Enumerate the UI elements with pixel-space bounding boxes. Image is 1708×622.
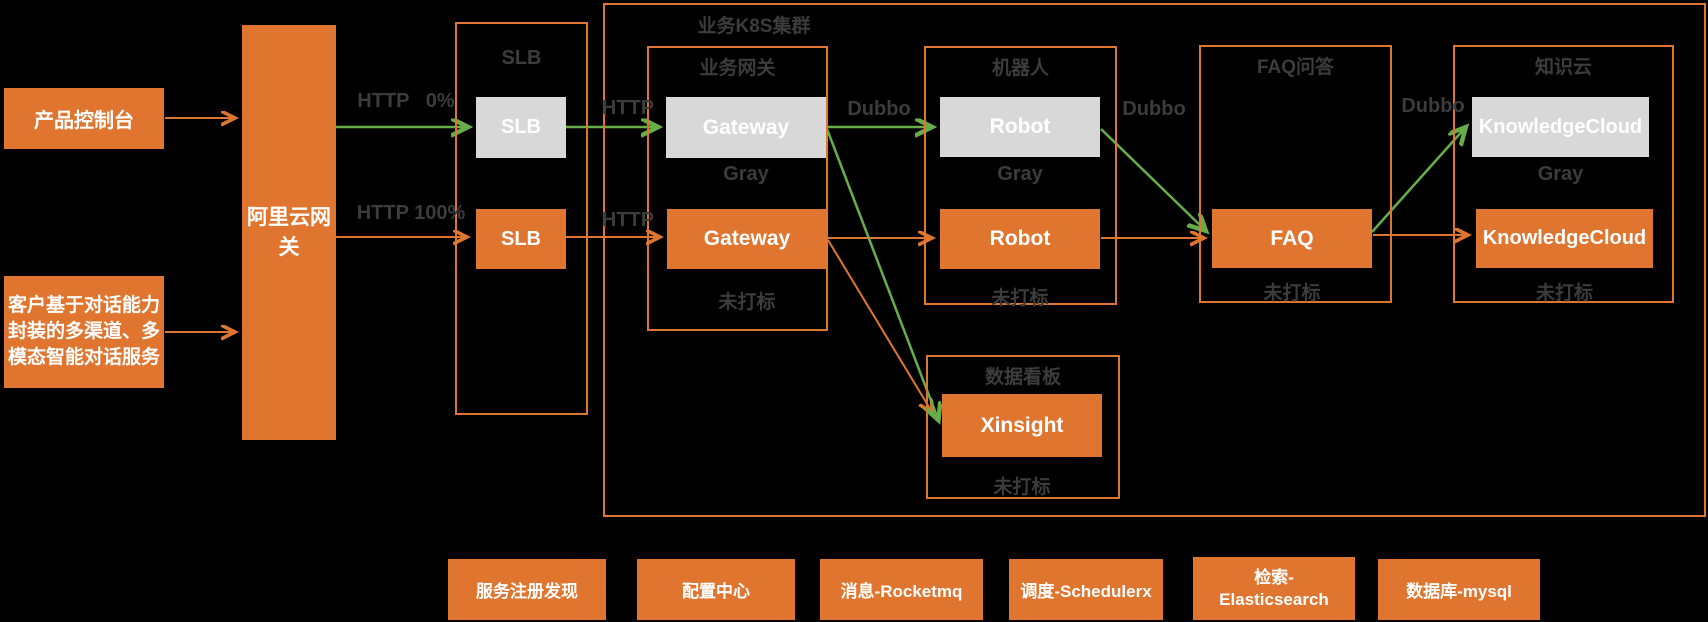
- middleware-schedulerx-box: 调度-Schedulerx: [1009, 559, 1163, 620]
- robot-gray-label: Gray: [997, 163, 1043, 185]
- gateway-untagged-label: 未打标: [718, 292, 776, 313]
- dubbo-gateway-robot-label: Dubbo: [847, 98, 911, 120]
- gateway-gray-label: Gray: [723, 163, 769, 185]
- middleware-mysql-box: 数据库-mysql: [1378, 559, 1540, 620]
- knowledge-group-title: 知识云: [1534, 57, 1592, 78]
- http-normal-label: HTTP: [601, 209, 655, 231]
- dashboard-group-outline: [926, 355, 1120, 499]
- knowledgecloud-gray-label: Gray: [1537, 163, 1584, 185]
- k8s-cluster-outline: [603, 3, 1706, 517]
- gateway-box: Gateway: [667, 209, 827, 269]
- middleware-elasticsearch-box: 检索- Elasticsearch: [1193, 557, 1355, 620]
- dashboard-group-title: 数据看板: [984, 367, 1061, 388]
- knowledgecloud-gray-box: KnowledgeCloud: [1472, 97, 1649, 157]
- middleware-service-registry-box: 服务注册发现: [448, 559, 606, 620]
- aliyun-gateway-box: 阿里云网关: [242, 25, 336, 440]
- faq-box: FAQ: [1212, 209, 1372, 268]
- slb-group-outline: [455, 22, 588, 415]
- middleware-rocketmq-box: 消息-Rocketmq: [820, 559, 983, 620]
- customer-service-box: 客户基于对话能力封装的多渠道、多模态智能对话服务: [4, 276, 164, 388]
- gateway-group-title: 业务网关: [699, 58, 776, 79]
- http-0-label: HTTP 0%: [357, 90, 455, 112]
- robot-group-outline: [924, 46, 1117, 305]
- robot-gray-box: Robot: [940, 97, 1100, 157]
- gateway-gray-box: Gateway: [666, 97, 826, 158]
- middleware-config-center-box: 配置中心: [637, 559, 795, 620]
- faq-group-title: FAQ问答: [1256, 57, 1335, 78]
- robot-box: Robot: [940, 209, 1100, 269]
- slb-box: SLB: [476, 209, 566, 269]
- faq-group-outline: [1199, 45, 1392, 303]
- knowledgecloud-untagged-label: 未打标: [1535, 283, 1593, 304]
- knowledgecloud-box: KnowledgeCloud: [1476, 209, 1653, 268]
- robot-untagged-label: 未打标: [991, 288, 1049, 309]
- http-gray-label: HTTP: [601, 97, 655, 119]
- faq-untagged-label: 未打标: [1263, 283, 1321, 304]
- slb-gray-box: SLB: [476, 97, 566, 158]
- dubbo-robot-faq-label: Dubbo: [1122, 98, 1186, 120]
- knowledge-group-outline: [1453, 45, 1674, 303]
- xinsight-box: Xinsight: [942, 394, 1102, 457]
- robot-group-title: 机器人: [991, 58, 1049, 79]
- gateway-group-outline: [647, 46, 828, 331]
- dashboard-untagged-label: 未打标: [993, 477, 1051, 498]
- dubbo-faq-knowledge-label: Dubbo: [1401, 95, 1465, 117]
- http-100-label: HTTP 100%: [356, 202, 466, 224]
- product-console-box: 产品控制台: [4, 88, 164, 149]
- slb-group-title: SLB: [501, 47, 542, 69]
- k8s-cluster-title: 业务K8S集群: [697, 16, 811, 37]
